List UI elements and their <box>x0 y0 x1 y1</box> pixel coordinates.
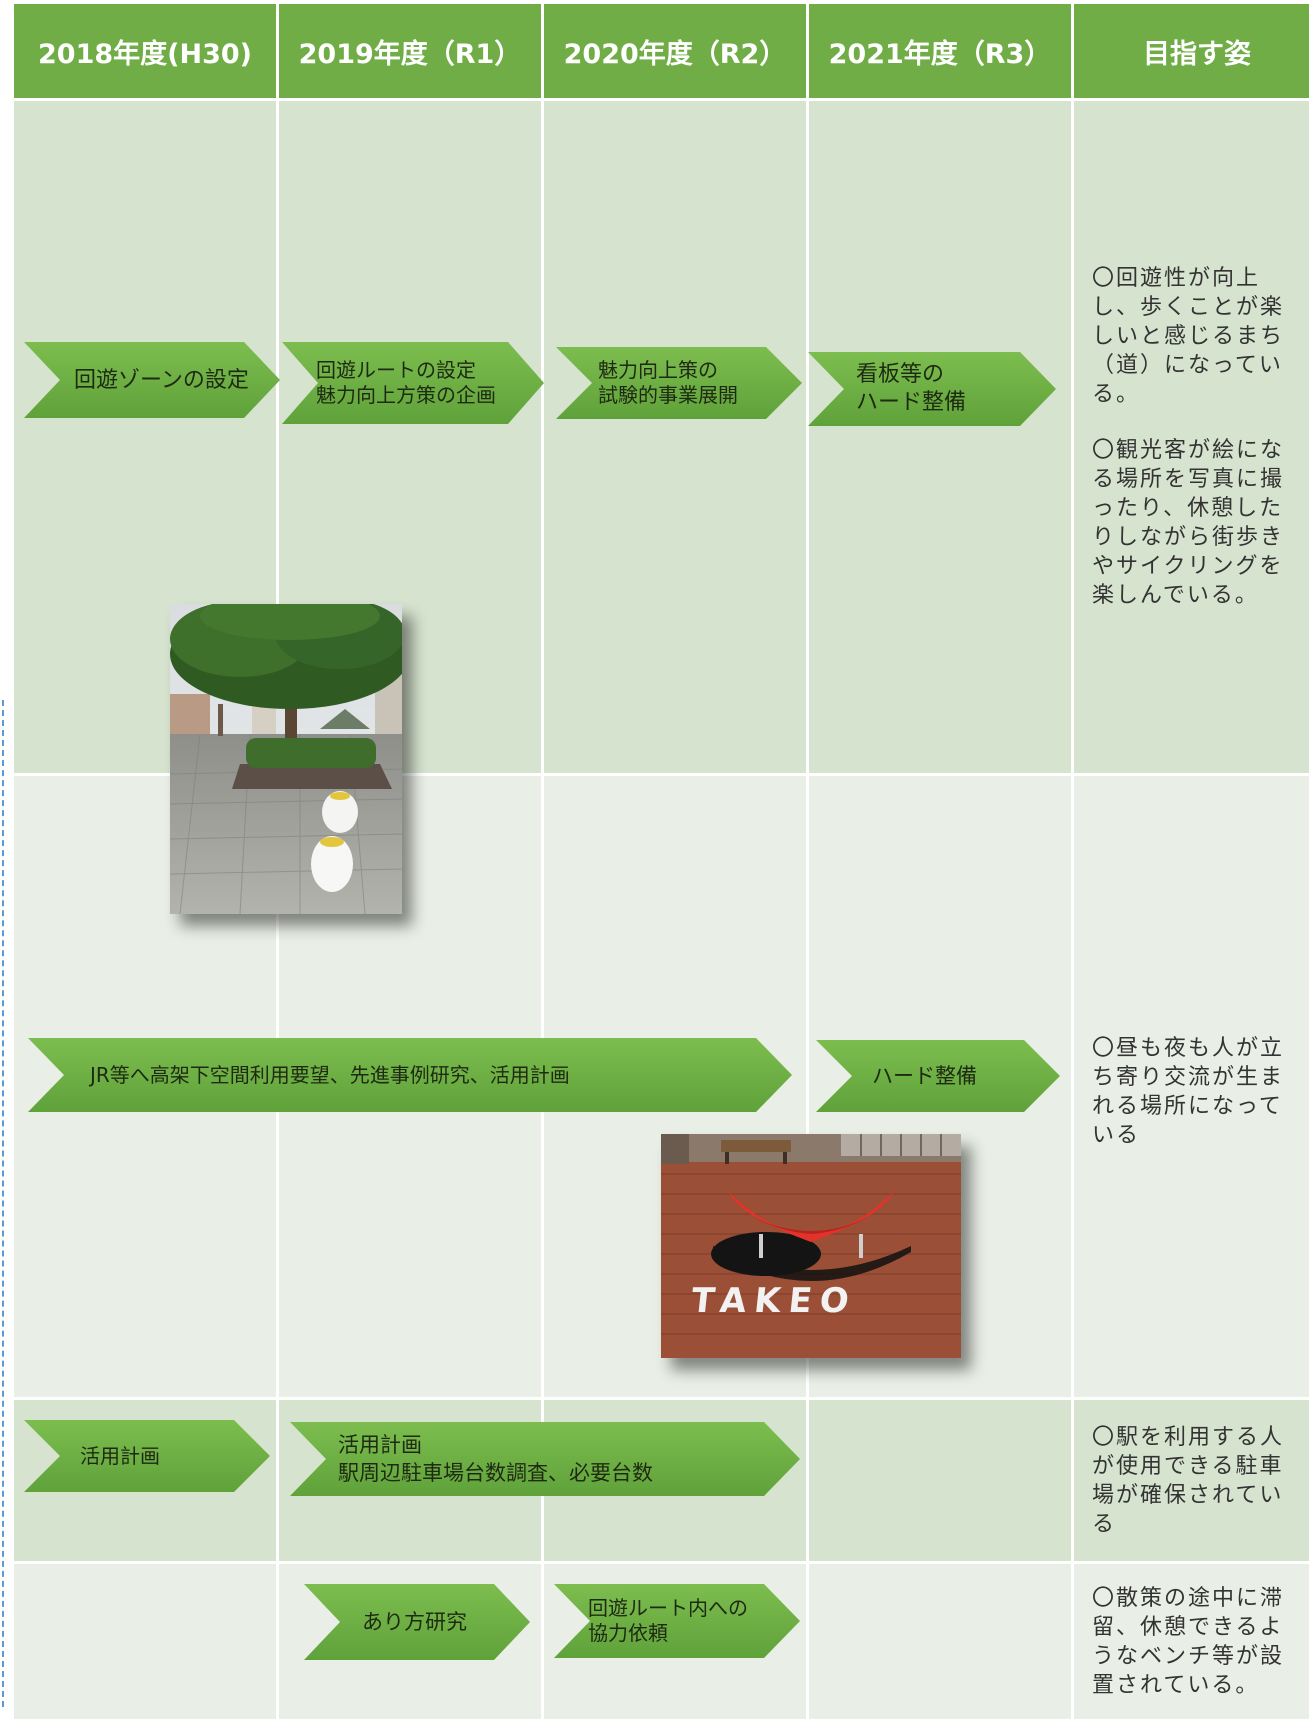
header-goal: 目指す姿 <box>1074 4 1309 98</box>
takeo-bench-illustration: TAKEO <box>661 1134 961 1358</box>
chevron-label-line: 回遊ルート内への <box>588 1596 748 1620</box>
header-year-2021: 2021年度（R3） <box>809 4 1071 98</box>
chevron-signage-hardware: 看板等の ハード整備 <box>808 352 1056 426</box>
row4-cell-2018 <box>14 1564 276 1719</box>
chevron-hardware: ハード整備 <box>816 1040 1060 1112</box>
chevron-label: あり方研究 <box>362 1609 467 1634</box>
row1-cell-2021 <box>809 101 1071 773</box>
chevron-label-block: 回遊ルート内への 協力依頼 <box>588 1596 748 1646</box>
chevron-label-line: 魅力向上策の <box>598 358 718 382</box>
dashed-margin-line <box>2 700 4 1707</box>
chevron-label-block: 活用計画 駅周辺駐車場台数調査、必要台数 <box>338 1431 653 1487</box>
row4-cell-2021 <box>809 1564 1071 1719</box>
chevron-label-block: 看板等の ハード整備 <box>856 361 966 417</box>
chevron-label-line: 看板等の <box>856 362 945 387</box>
chevron-cooperation-request: 回遊ルート内への 協力依頼 <box>554 1584 800 1658</box>
chevron-label: JR等へ高架下空間利用要望、先進事例研究、活用計画 <box>90 1062 570 1087</box>
row1-goal-text-2: 〇観光客が絵になる場所を写真に撮ったり、休憩したりしながら街歩きやサイクリングを… <box>1092 438 1285 608</box>
chevron-label-line: 魅力向上方策の企画 <box>316 383 496 407</box>
header-year-2020: 2020年度（R2） <box>544 4 806 98</box>
chevron-viaduct-study: JR等へ高架下空間利用要望、先進事例研究、活用計画 <box>28 1038 792 1112</box>
chevron-label-block: 回遊ルートの設定 魅力向上方策の企画 <box>316 358 496 408</box>
row3-cell-2021 <box>809 1400 1071 1561</box>
takeo-bench-photo: TAKEO <box>661 1134 961 1358</box>
takeo-sign-text: TAKEO <box>689 1281 858 1321</box>
chevron-zone-setting: 回遊ゾーンの設定 <box>24 342 280 418</box>
plaza-tree-illustration <box>170 604 402 914</box>
row3-goal-text: 〇駅を利用する人が使用できる駐車場が確保されている <box>1092 1424 1285 1537</box>
chevron-label-line: 駅周辺駐車場台数調査、必要台数 <box>338 1461 653 1485</box>
row4-goal: 〇散策の途中に滞留、休憩できるようなベンチ等が設置されている。 <box>1074 1564 1309 1719</box>
row1-cell-2020 <box>544 101 806 773</box>
row1-goal: 〇回遊性が向上し、歩くことが楽しいと感じるまち（道）になっている。 〇観光客が絵… <box>1074 101 1309 773</box>
row2-goal-text: 〇昼も夜も人が立ち寄り交流が生まれる場所になっている <box>1092 1036 1285 1148</box>
chevron-parking-survey: 活用計画 駅周辺駐車場台数調査、必要台数 <box>290 1422 800 1496</box>
chevron-label-line: 協力依頼 <box>588 1621 668 1645</box>
chevron-utilization-plan: 活用計画 <box>24 1420 270 1492</box>
chevron-trial-projects: 魅力向上策の 試験的事業展開 <box>556 347 802 419</box>
plaza-tree-photo <box>170 604 402 914</box>
chevron-label-line: 回遊ルートの設定 <box>316 358 476 382</box>
header-year-2019: 2019年度（R1） <box>279 4 541 98</box>
chevron-label: 回遊ゾーンの設定 <box>74 367 249 393</box>
chevron-label-block: 魅力向上策の 試験的事業展開 <box>598 358 738 408</box>
row1-goal-text-1: 〇回遊性が向上し、歩くことが楽しいと感じるまち（道）になっている。 <box>1092 266 1285 407</box>
row4-goal-text: 〇散策の途中に滞留、休憩できるようなベンチ等が設置されている。 <box>1092 1585 1285 1698</box>
chevron-label-line: ハード整備 <box>856 390 967 415</box>
header-year-2018: 2018年度(H30) <box>14 4 276 98</box>
chevron-label-line: 活用計画 <box>338 1433 422 1457</box>
chevron-route-setting: 回遊ルートの設定 魅力向上方策の企画 <box>282 342 544 424</box>
chevron-label-line: 試験的事業展開 <box>598 383 738 407</box>
chevron-label: 活用計画 <box>80 1443 160 1468</box>
row3-goal: 〇駅を利用する人が使用できる駐車場が確保されている <box>1074 1400 1309 1561</box>
row2-goal: 〇昼も夜も人が立ち寄り交流が生まれる場所になっている <box>1074 776 1309 1397</box>
chevron-label: ハード整備 <box>872 1063 977 1088</box>
chevron-approach-study: あり方研究 <box>304 1584 530 1660</box>
